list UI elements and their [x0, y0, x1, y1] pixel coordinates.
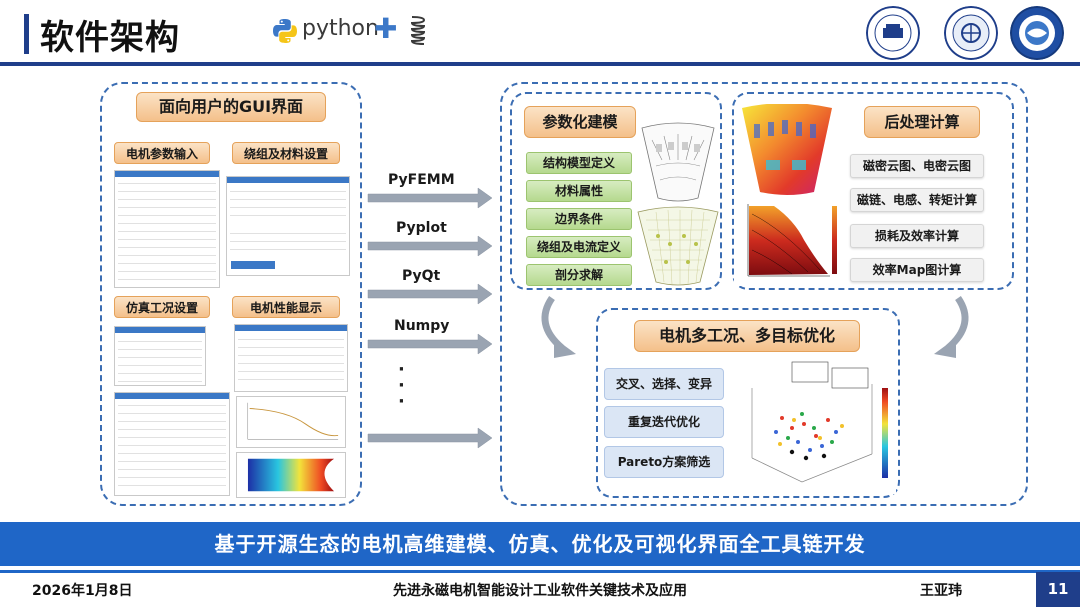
- optimization-title: 电机多工况、多目标优化: [634, 320, 860, 352]
- connector-label-numpy: Numpy: [394, 318, 450, 334]
- title-accent-bar: [24, 14, 29, 54]
- iterative-optimization-item: 重复迭代优化: [604, 406, 724, 438]
- footer-date: 2026年1月8日: [32, 583, 133, 599]
- post-processing-title: 后处理计算: [864, 106, 980, 138]
- python-logo-icon: [273, 19, 297, 43]
- simulation-setup-thumbnail: [114, 326, 206, 386]
- core-modules-panel: [500, 82, 1028, 506]
- flux-density-plot-icon: [742, 104, 832, 195]
- page-number: 11: [1036, 572, 1080, 607]
- summary-banner: 基于开源生态的电机高维建模、仿真、优化及可视化界面全工具链开发: [0, 522, 1080, 566]
- thumbnail-header: [115, 171, 219, 177]
- institute-seal-icon: [944, 6, 998, 60]
- efficiency-map-thumbnail: [236, 452, 346, 498]
- arrow-5: [367, 427, 493, 449]
- arrow-2: [367, 235, 493, 257]
- motor-param-form-thumbnail: [114, 170, 220, 288]
- material-property-item: 材料属性: [526, 180, 632, 202]
- academy-seal-icon: [1010, 6, 1064, 60]
- university-seal-icon: [866, 6, 920, 60]
- more-libraries-ellipsis: · · ·: [398, 359, 405, 412]
- connector-label-pyqt: PyQt: [402, 268, 441, 284]
- loss-efficiency-item: 损耗及效率计算: [850, 224, 984, 248]
- arrow-1: [367, 187, 493, 209]
- arrow-4: [367, 333, 493, 355]
- flux-current-density-item: 磁密云图、电密云图: [850, 154, 984, 178]
- cycle-arrow-left-icon: [541, 296, 576, 358]
- crossover-selection-mutation-item: 交叉、选择、变异: [604, 368, 724, 400]
- mesh-geometry-icon: [637, 206, 719, 286]
- efficiency-map-item: 效率Map图计算: [850, 258, 984, 282]
- footer-author: 王亚玮: [920, 583, 962, 599]
- winding-material-form-thumbnail: [226, 176, 350, 276]
- parametric-modeling-title: 参数化建模: [524, 106, 636, 138]
- mesh-solve-item: 剖分求解: [526, 264, 632, 286]
- connector-label-pyfemm: PyFEMM: [388, 172, 455, 188]
- motor-performance-table-thumbnail: [234, 324, 348, 392]
- gui-panel-title: 面向用户的GUI界面: [136, 92, 326, 122]
- simulation-setup-label: 仿真工况设置: [114, 296, 210, 318]
- thumbnail-header: [235, 325, 347, 331]
- thumbnail-button: [231, 261, 275, 269]
- header-divider: [0, 62, 1080, 66]
- gui-panel: [100, 82, 362, 506]
- flux-inductance-torque-item: 磁链、电感、转矩计算: [850, 188, 984, 212]
- winding-material-label: 绕组及材料设置: [232, 142, 340, 164]
- thumbnail-header: [227, 177, 349, 183]
- motor-performance-label: 电机性能显示: [232, 296, 340, 318]
- python-wordmark: python: [302, 16, 379, 41]
- connector-arrows: [367, 187, 493, 449]
- footer-title: 先进永磁电机智能设计工业软件关键技术及应用: [393, 583, 687, 599]
- thumbnail-header: [115, 393, 229, 399]
- connector-label-pyplot: Pyplot: [396, 220, 447, 236]
- simulation-result-table-thumbnail: [114, 392, 230, 496]
- page-title: 软件架构: [40, 18, 180, 58]
- thumbnail-header: [115, 327, 205, 333]
- plus-icon: ✚: [374, 12, 398, 45]
- structure-model-item: 结构模型定义: [526, 152, 632, 174]
- efficiency-map-plot-icon: [734, 200, 842, 286]
- footer-divider: [0, 570, 1080, 573]
- spring-icon: [410, 16, 426, 45]
- arrow-3: [367, 283, 493, 305]
- motor-geometry-icon: [641, 122, 715, 202]
- winding-current-item: 绕组及电流定义: [526, 236, 632, 258]
- torque-curve-thumbnail: [236, 396, 346, 448]
- cycle-arrow-right-icon: [934, 296, 969, 358]
- pareto-scatter-plot-icon: [732, 358, 896, 494]
- boundary-condition-item: 边界条件: [526, 208, 632, 230]
- motor-param-input-label: 电机参数输入: [114, 142, 210, 164]
- pareto-selection-item: Pareto方案筛选: [604, 446, 724, 478]
